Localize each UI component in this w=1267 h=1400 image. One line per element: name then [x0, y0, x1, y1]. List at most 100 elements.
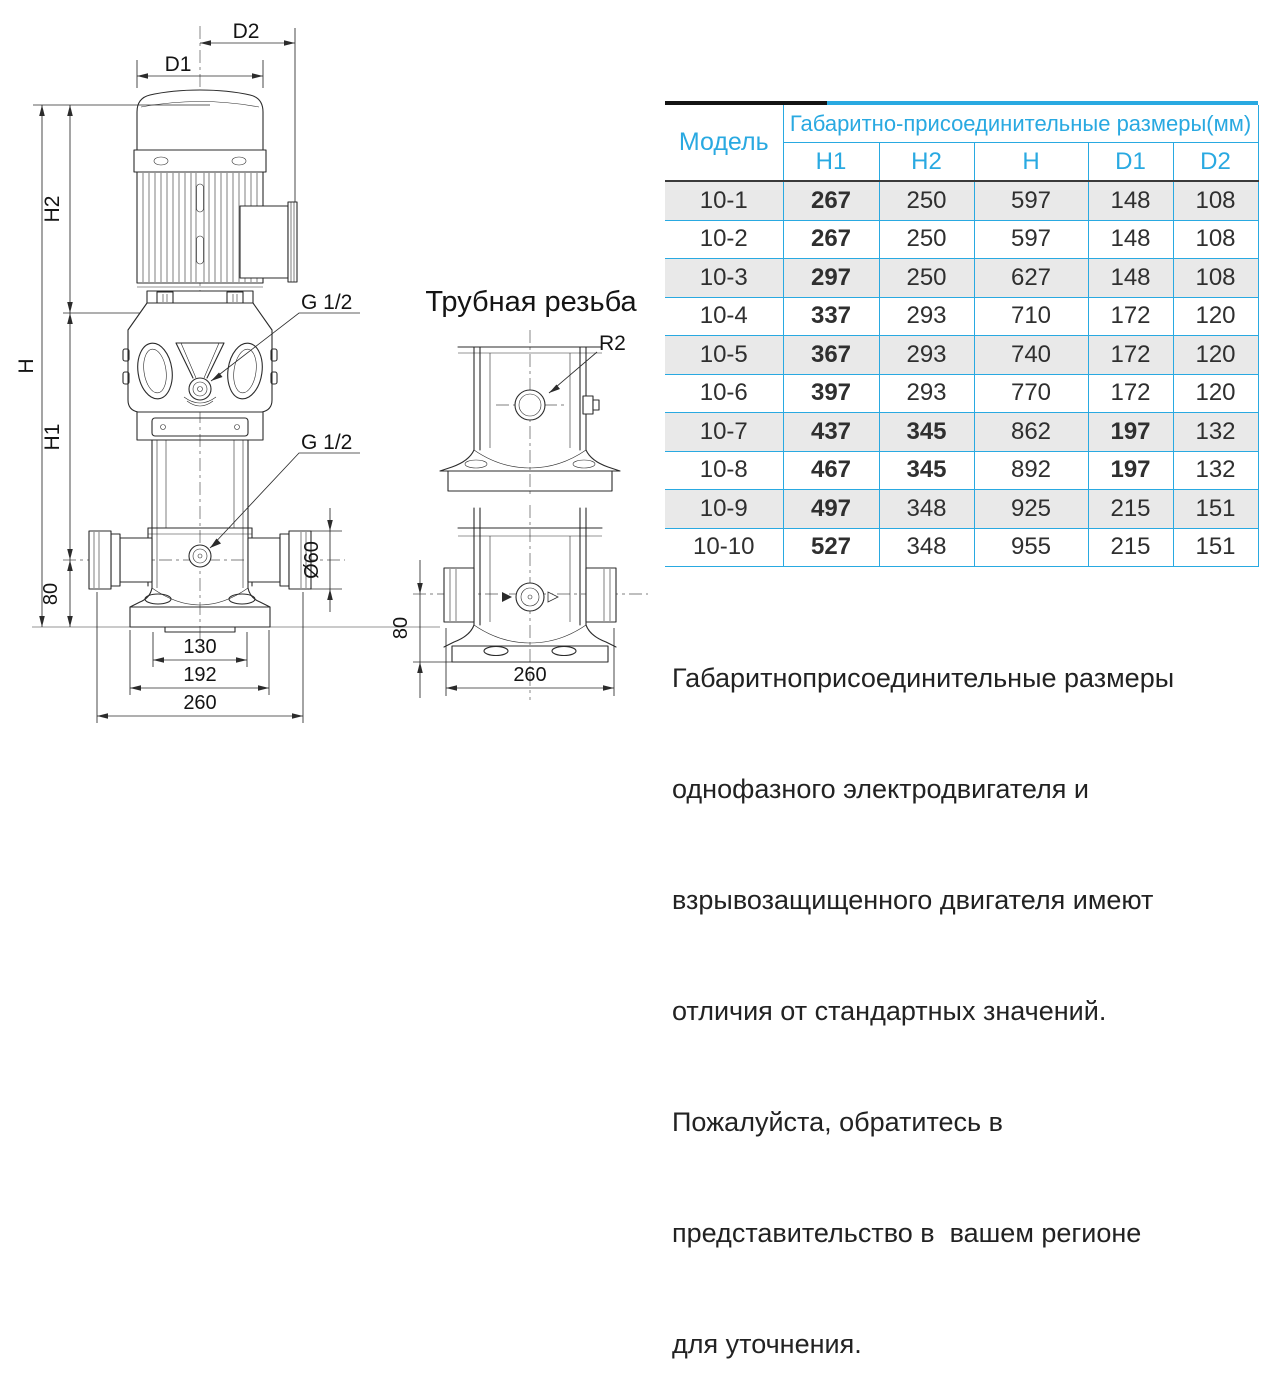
dimension-cell: 337	[782, 296, 880, 336]
dimension-cell: 297	[782, 258, 880, 298]
note-line: взрывозащищенного двигателя имеют	[672, 885, 1154, 915]
note-line: для уточнения.	[672, 1329, 862, 1359]
dimension-cell: 437	[782, 412, 880, 452]
head-windows	[137, 342, 263, 400]
dimension-cell: 627	[973, 258, 1089, 298]
dimension-cell: 467	[782, 450, 880, 490]
dimension-cell: 132	[1172, 412, 1259, 452]
column-header-h: H	[973, 142, 1089, 182]
dimension-cell: 527	[782, 527, 880, 567]
dimension-cell: 293	[878, 296, 975, 336]
dimension-cell: 172	[1087, 296, 1174, 336]
dimensions-group-header: Габаритно-присоединительные размеры(мм)	[782, 105, 1259, 143]
h1-label: H1	[41, 424, 64, 451]
dimension-cell: 197	[1087, 412, 1174, 452]
model-cell: 10-2	[665, 219, 784, 259]
offset-80-label: 80	[40, 583, 62, 605]
model-cell: 10-10	[665, 527, 784, 567]
model-cell: 10-7	[665, 412, 784, 452]
dimension-cell: 132	[1172, 450, 1259, 490]
dimension-cell: 348	[878, 527, 975, 567]
column-header-d2: D2	[1172, 142, 1259, 182]
model-cell: 10-5	[665, 335, 784, 375]
dimension-cell: 348	[878, 489, 975, 529]
dimension-cell: 120	[1172, 335, 1259, 375]
left-port	[88, 530, 153, 590]
dimension-cell: 172	[1087, 335, 1174, 375]
dimension-cell: 250	[878, 180, 975, 221]
detail-80-label: 80	[390, 617, 412, 639]
g12-vent-label: G 1/2	[301, 291, 352, 314]
model-cell: 10-9	[665, 489, 784, 529]
model-cell: 10-1	[665, 180, 784, 221]
dimension-cell: 293	[878, 373, 975, 413]
note-text: Габаритноприсоединительные размеры одноф…	[672, 586, 1247, 1400]
d1-label: D1	[165, 53, 192, 76]
right-port	[247, 530, 312, 590]
note-line: однофазного электродвигателя и	[672, 774, 1089, 804]
dimension-cell: 108	[1172, 180, 1259, 221]
model-cell: 10-8	[665, 450, 784, 490]
detail-260-label: 260	[513, 664, 546, 686]
dimension-cell: 367	[782, 335, 880, 375]
dimension-cell: 345	[878, 412, 975, 452]
dimension-cell: 597	[973, 180, 1089, 221]
dimension-cell: 148	[1087, 180, 1174, 221]
dimension-cell: 770	[973, 373, 1089, 413]
d2-label: D2	[233, 20, 260, 43]
column-header-h2: H2	[878, 142, 975, 182]
port-diameter-label: Ø60	[301, 541, 323, 579]
dimension-cell: 925	[973, 489, 1089, 529]
model-column-header: Модель	[665, 105, 784, 182]
g12-drain-label: G 1/2	[301, 431, 352, 454]
dimension-cell: 740	[973, 335, 1089, 375]
h-label: H	[15, 358, 38, 373]
dimension-cell: 267	[782, 180, 880, 221]
dimension-cell: 597	[973, 219, 1089, 259]
dimension-cell: 151	[1172, 527, 1259, 567]
dimension-cell: 250	[878, 219, 975, 259]
r2-label: R2	[599, 332, 626, 355]
pump-technical-drawing: D2 D1 H H2 H1 80 Ø60 G 1/2 G 1/2 130 192…	[15, 20, 648, 723]
dimension-cell: 397	[782, 373, 880, 413]
dimension-cell: 148	[1087, 219, 1174, 259]
column-header-d1: D1	[1087, 142, 1174, 182]
dimension-cell: 955	[973, 527, 1089, 567]
dimension-cell: 172	[1087, 373, 1174, 413]
note-line: представительство в вашем регионе	[672, 1218, 1142, 1248]
dimension-cell: 120	[1172, 373, 1259, 413]
dimension-cell: 497	[782, 489, 880, 529]
dimension-cell: 120	[1172, 296, 1259, 336]
dimension-cell: 108	[1172, 219, 1259, 259]
model-cell: 10-6	[665, 373, 784, 413]
model-cell: 10-3	[665, 258, 784, 298]
dim-130-label: 130	[183, 636, 216, 658]
dimension-cell: 862	[973, 412, 1089, 452]
thread-detail-title: Трубная резьба	[425, 286, 637, 318]
terminal-box	[239, 205, 289, 279]
dimension-cell: 215	[1087, 527, 1174, 567]
dimension-cell: 197	[1087, 450, 1174, 490]
dimension-cell: 892	[973, 450, 1089, 490]
note-line: отличия от стандартных значений.	[672, 996, 1107, 1026]
dimension-cell: 250	[878, 258, 975, 298]
dimension-cell: 215	[1087, 489, 1174, 529]
dimension-cell: 293	[878, 335, 975, 375]
note-line: Пожалуйста, обратитесь в	[672, 1107, 1003, 1137]
dimension-cell: 108	[1172, 258, 1259, 298]
dimension-cell: 148	[1087, 258, 1174, 298]
dimension-cell: 710	[973, 296, 1089, 336]
model-cell: 10-4	[665, 296, 784, 336]
h2-label: H2	[41, 196, 64, 223]
dimension-cell: 267	[782, 219, 880, 259]
